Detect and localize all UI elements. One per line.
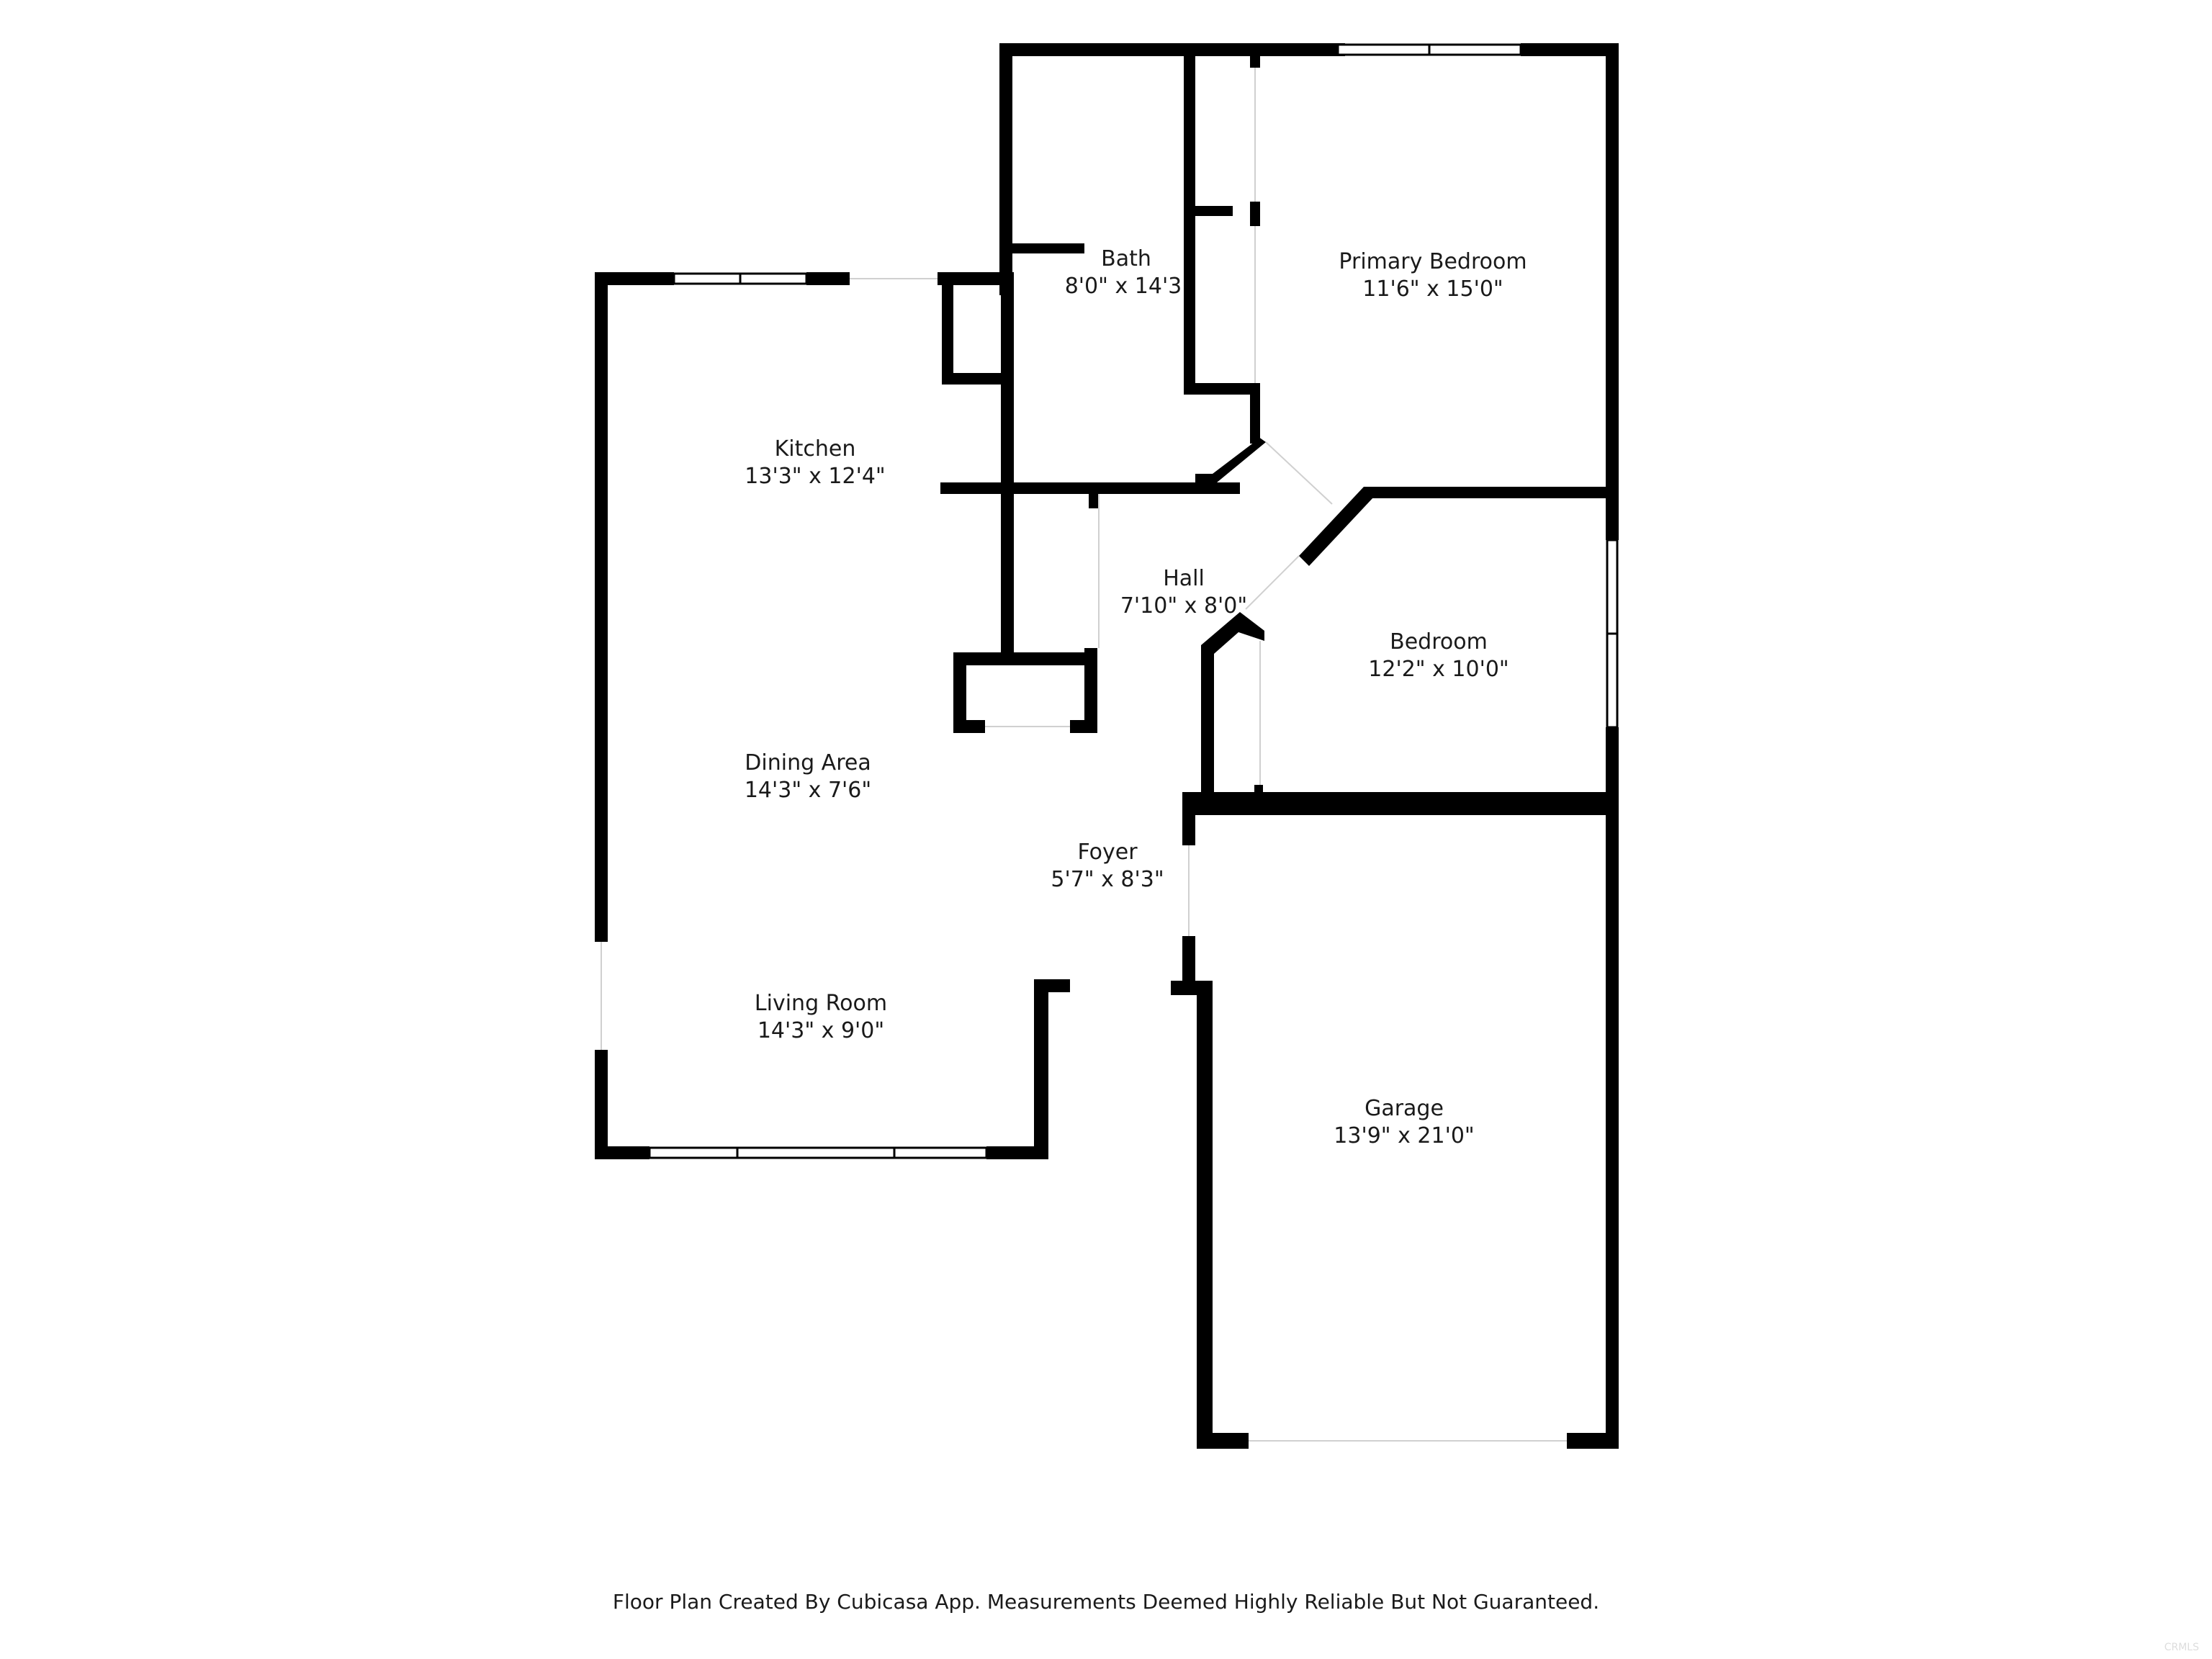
room-name: Living Room: [754, 991, 888, 1016]
wall-garage-west-stub: [1182, 799, 1195, 845]
room-dimensions: 5'7" x 8'3": [1051, 867, 1164, 892]
wall-primary-west-a: [1250, 56, 1260, 68]
room-name: Kitchen: [774, 436, 856, 462]
room-name: Foyer: [1077, 840, 1138, 865]
wall-primary-west-b: [1250, 202, 1260, 226]
openings: [601, 68, 1567, 1442]
wall-garage-south-a: [1197, 1433, 1249, 1449]
wall-bath-primary: [1184, 56, 1195, 395]
wall-garage-west: [1197, 981, 1213, 1449]
wall-garage-south-b: [1567, 1433, 1619, 1449]
room-name: Primary Bedroom: [1339, 249, 1527, 274]
wall-bedroom-diagonal: [1299, 487, 1374, 566]
window-living-south: [648, 1146, 988, 1159]
wall-garage-west-mid: [1182, 936, 1195, 981]
room-dimensions: 11'6" x 15'0": [1362, 276, 1503, 302]
walls: [595, 43, 1619, 1449]
wall-closet-bottom-a: [953, 720, 985, 733]
room-dimensions: 8'0" x 14'3: [1064, 274, 1182, 299]
wall-south-living-a: [595, 1146, 649, 1159]
room-name: Garage: [1364, 1096, 1444, 1121]
wall-pantry-right: [1001, 272, 1014, 661]
wall-bath-hall-stub: [1089, 482, 1099, 508]
room-dimensions: 7'10" x 8'0": [1120, 593, 1248, 619]
wall-bedroom-west-stub: [1254, 785, 1263, 802]
wall-garage-north: [1182, 799, 1619, 815]
wall-bedroom-north: [1364, 487, 1619, 498]
wall-west-lower: [595, 1050, 608, 1159]
wall-bath-closet-shelf: [1195, 206, 1233, 216]
wall-north-kitchen-c: [938, 272, 1007, 285]
wall-bath-north: [999, 43, 1338, 56]
wall-living-east: [1034, 979, 1048, 1159]
windows: [648, 43, 1619, 1159]
wall-closet-bottom-b: [1070, 720, 1097, 733]
wall-pantry-left: [942, 285, 953, 385]
disclaimer-text: Floor Plan Created By Cubicasa App. Meas…: [612, 1590, 1600, 1614]
wall-hall-diagonal-lower: [1201, 612, 1264, 799]
wall-hall-diagonal-upper: [1195, 435, 1266, 482]
wall-bedroom-east-upper: [1606, 487, 1619, 540]
wall-living-east-cap: [1034, 979, 1070, 992]
wall-bath-closet-bottom: [1184, 383, 1254, 395]
wall-primary-north-b: [1521, 43, 1619, 56]
wall-primary-west-lower: [1250, 383, 1260, 444]
opening-hall-diagonal: [1265, 441, 1333, 505]
room-dimensions: 13'3" x 12'4": [745, 464, 886, 489]
wall-pantry-top: [942, 373, 1007, 385]
wall-south-living-b: [986, 1146, 1048, 1159]
room-dimensions: 14'3" x 7'6": [744, 778, 872, 803]
wall-bedroom-east-lower: [1606, 727, 1619, 812]
wall-garage-east: [1606, 799, 1619, 1449]
wall-north-kitchen-b: [806, 272, 850, 285]
room-name: Hall: [1163, 566, 1205, 591]
wall-west-upper: [595, 272, 608, 942]
wall-north-kitchen-a: [595, 272, 674, 285]
opening-hall-bedroom: [1245, 555, 1300, 610]
wall-closet-top: [953, 652, 1097, 665]
wall-closet-right: [1084, 648, 1097, 733]
wall-bath-shelf: [1012, 243, 1084, 253]
room-dimensions: 14'3" x 9'0": [757, 1018, 885, 1043]
wall-closet-left: [953, 652, 966, 733]
room-dimensions: 12'2" x 10'0": [1368, 657, 1509, 682]
room-name: Bath: [1101, 246, 1151, 271]
room-name: Bedroom: [1390, 629, 1488, 655]
wall-bath-west: [999, 43, 1012, 295]
room-dimensions: 13'9" x 21'0": [1334, 1123, 1475, 1148]
room-name: Dining Area: [745, 750, 871, 775]
watermark: CRMLS: [2164, 1642, 2199, 1653]
wall-primary-east: [1606, 43, 1619, 540]
